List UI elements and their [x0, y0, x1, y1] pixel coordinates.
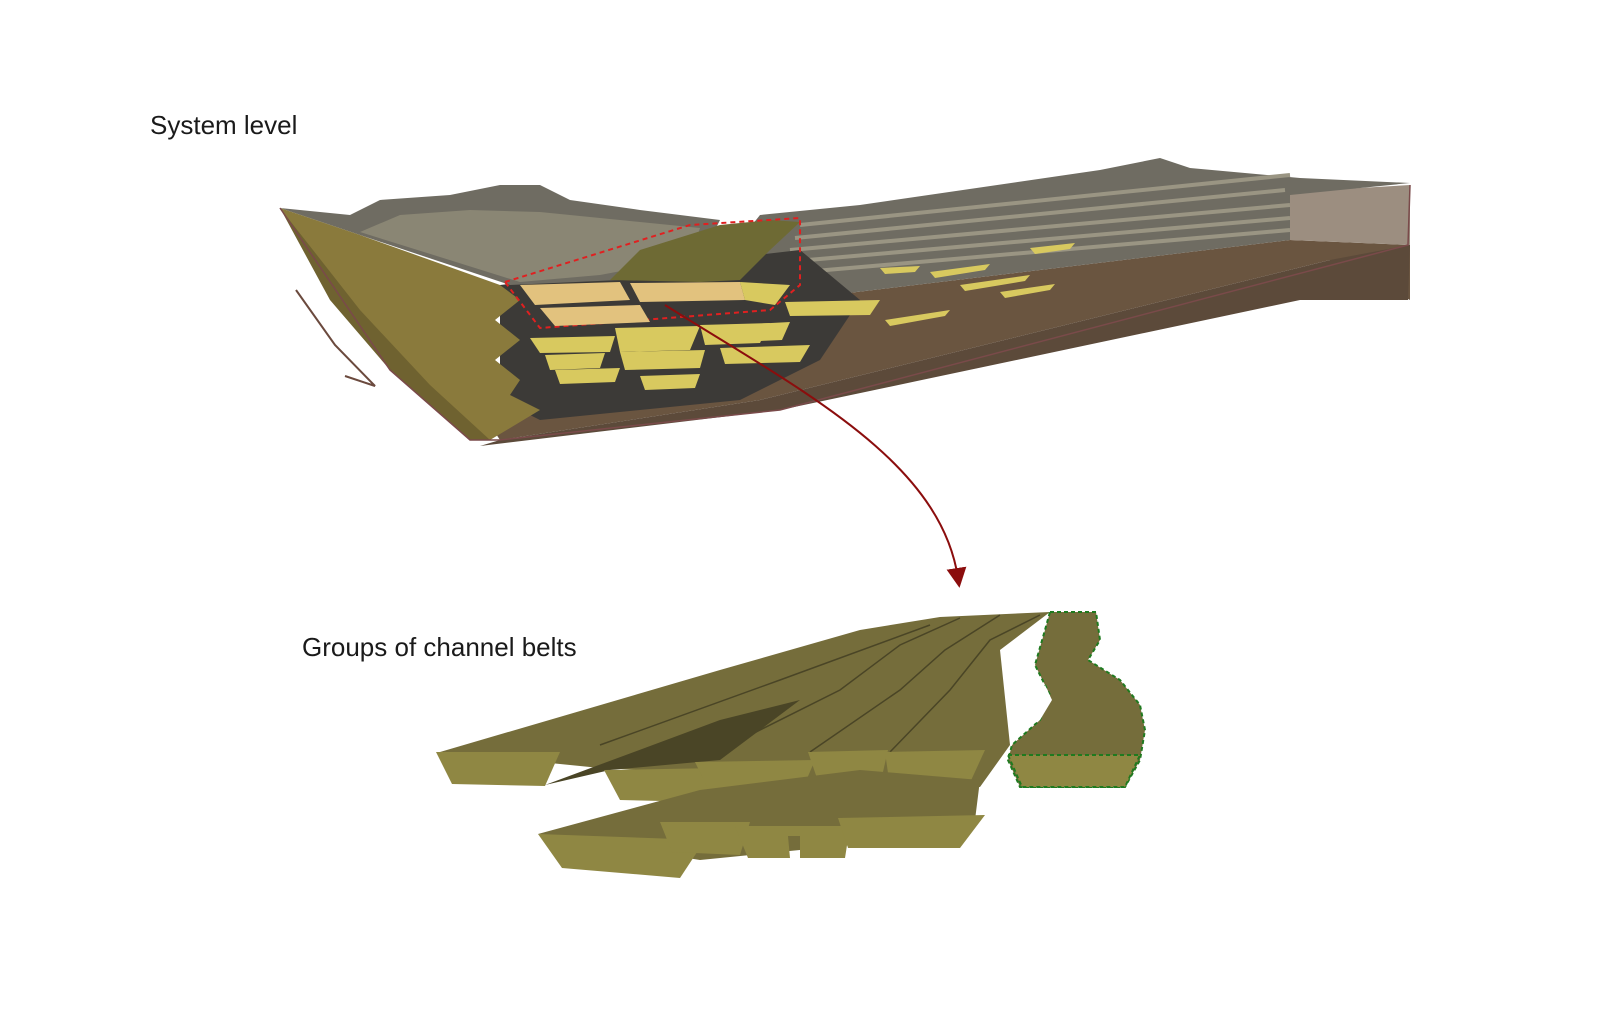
- sand-body: [620, 350, 705, 370]
- sand-body: [785, 300, 880, 316]
- system-front-face: [280, 208, 540, 440]
- zoom-sand-2: [630, 282, 745, 302]
- belt-face: [436, 752, 560, 786]
- zoom-sand-4: [540, 305, 650, 326]
- system-level-model: [279, 158, 1411, 446]
- sand-body: [530, 336, 615, 353]
- belt-face: [838, 815, 985, 848]
- channel-belts-label: Groups of channel belts: [302, 632, 577, 662]
- zoom-sand-3: [740, 282, 790, 305]
- sand-body: [615, 326, 700, 352]
- sand-body: [880, 266, 920, 274]
- zoom-outline: [503, 216, 801, 330]
- sand-body: [735, 322, 790, 342]
- zoom-connector-arrow: [664, 304, 967, 588]
- belt-gap: [1015, 685, 1052, 735]
- system-outline: [279, 184, 1411, 441]
- belt-face: [735, 826, 850, 858]
- system-end-face: [1290, 185, 1410, 245]
- system-sand-bodies: [530, 243, 1075, 390]
- belts-top-seams: [599, 614, 1041, 761]
- channel-belts-model: [436, 611, 1147, 878]
- sand-body: [1030, 243, 1075, 254]
- system-channel-wedge: [610, 220, 800, 282]
- flow-direction-arrow: [295, 289, 376, 387]
- system-side-lower: [480, 245, 1410, 446]
- sand-body: [1000, 284, 1055, 298]
- sand-body: [720, 345, 810, 364]
- belt-face: [538, 834, 705, 878]
- system-top-proximal-light: [360, 210, 700, 282]
- sand-body: [640, 374, 700, 390]
- belts-shadow-gap: [545, 700, 800, 785]
- sand-body: [555, 368, 620, 384]
- sand-body: [930, 264, 990, 278]
- sand-body: [885, 310, 950, 326]
- system-level-label: System level: [150, 110, 298, 140]
- sand-body: [960, 275, 1030, 291]
- zoom-sand-1: [520, 282, 630, 305]
- belts-lower-row: [538, 815, 985, 878]
- selected-belt-face: [1006, 754, 1142, 788]
- sand-body: [545, 353, 605, 370]
- belt-face: [660, 822, 750, 855]
